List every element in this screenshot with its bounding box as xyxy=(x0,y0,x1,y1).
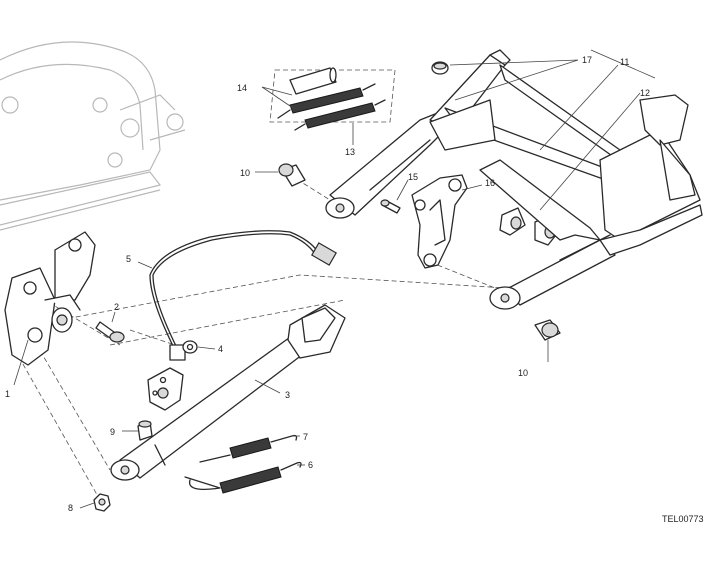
callout-10-upper: 10 xyxy=(240,168,250,178)
callout-2: 2 xyxy=(114,302,119,312)
center-stand-spring-lower xyxy=(294,99,386,131)
callout-7: 7 xyxy=(303,432,308,442)
callout-14: 14 xyxy=(237,83,247,93)
switch-cable xyxy=(149,230,337,361)
bushing-upper xyxy=(278,163,306,187)
center-stand-bracket xyxy=(411,174,468,269)
inner-spring xyxy=(199,434,298,463)
callout-5: 5 xyxy=(126,254,131,264)
pivot-bolt xyxy=(95,321,125,343)
callout-17: 17 xyxy=(582,55,592,65)
callout-12: 12 xyxy=(640,88,650,98)
side-stand-bracket xyxy=(4,231,96,366)
callout-3: 3 xyxy=(285,390,290,400)
callout-15: 15 xyxy=(408,172,418,182)
callout-1: 1 xyxy=(5,389,10,399)
leader-lines xyxy=(13,49,656,509)
spring-cover xyxy=(289,67,337,95)
callout-9: 9 xyxy=(110,427,115,437)
callout-6: 6 xyxy=(308,460,313,470)
side-stand-switch xyxy=(147,367,184,411)
pivot-nut xyxy=(93,493,111,512)
callout-11: 11 xyxy=(620,57,629,67)
callout-13: 13 xyxy=(345,147,355,157)
callout-4: 4 xyxy=(218,344,223,354)
outer-spring xyxy=(184,461,302,494)
center-stand-spring-upper xyxy=(277,83,376,119)
engine-casing xyxy=(0,41,186,231)
callout-8: 8 xyxy=(68,503,73,513)
callout-labels: 1 2 3 4 5 6 7 8 9 10 10 11 12 13 14 15 1… xyxy=(5,55,650,513)
drawing-code: TEL00773 xyxy=(662,514,704,524)
callout-16: 16 xyxy=(485,178,495,188)
callout-10-lower: 10 xyxy=(518,368,528,378)
side-stand-leg xyxy=(110,304,346,481)
bushing-lower xyxy=(534,319,561,341)
washer xyxy=(182,340,198,354)
rubber-buffer-left xyxy=(499,207,526,236)
switch-screw xyxy=(137,420,153,441)
plug-cap xyxy=(431,61,449,75)
center-stand xyxy=(325,49,703,310)
mount-bolt xyxy=(380,199,401,214)
